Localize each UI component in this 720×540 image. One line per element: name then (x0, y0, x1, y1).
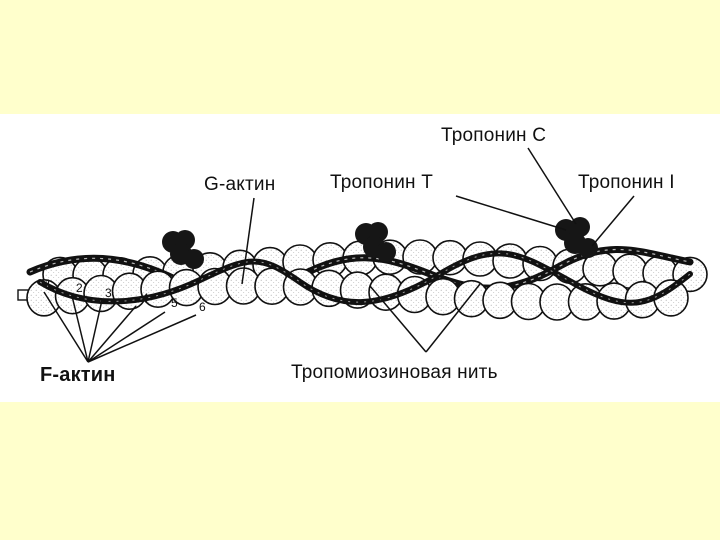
label-troponin-t: Тропонин T (330, 172, 433, 194)
monomer-number-3: 3 (105, 286, 112, 300)
g-actin-monomer-back (493, 244, 527, 278)
label-tropomyosin: Тропомиозиновая нить (291, 362, 498, 384)
monomer-number-4: 4 (142, 291, 149, 305)
monomer-number-1: 1 (45, 277, 52, 291)
label-f-actin: F-актин (40, 364, 116, 387)
label-troponin-i: Тропонин I (578, 172, 675, 194)
monomer-number-2: 2 (76, 281, 83, 295)
filament-diagram: 1 2 3 4 5 6 (0, 114, 720, 402)
monomer-number-6: 6 (199, 300, 206, 314)
label-g-actin: G-актин (204, 174, 275, 196)
actin-filament-figure: 1 2 3 4 5 6 Тропонин C G-актин Тропонин … (0, 114, 720, 402)
monomer-number-5: 5 (171, 296, 178, 310)
label-troponin-c: Тропонин C (441, 125, 546, 147)
